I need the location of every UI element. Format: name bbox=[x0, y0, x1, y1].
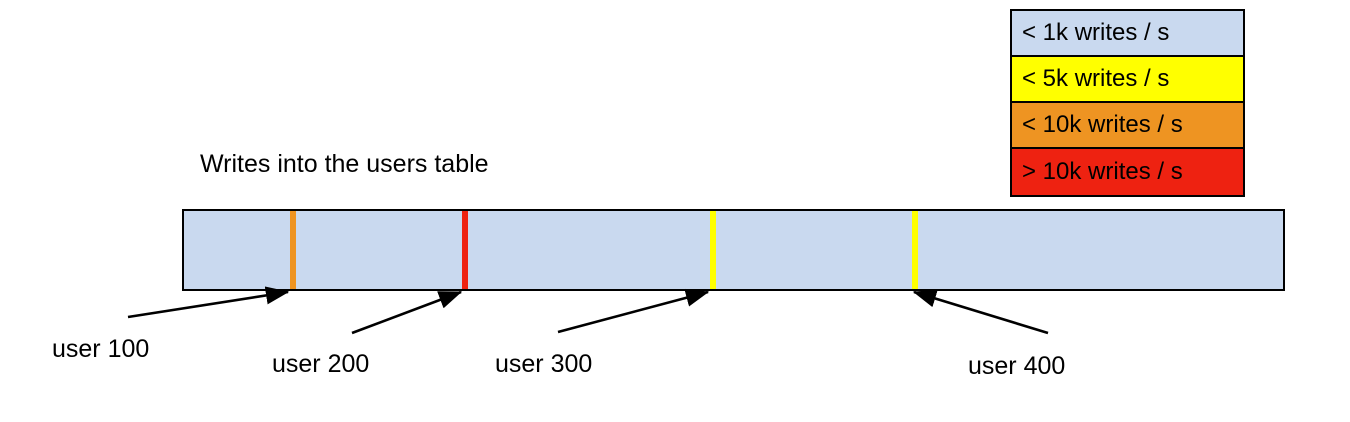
stripe-user-100 bbox=[290, 211, 296, 289]
arrow-user-200 bbox=[351, 290, 463, 335]
legend-row-over-10k: > 10k writes / s bbox=[1012, 149, 1243, 195]
stripe-user-400 bbox=[912, 211, 918, 289]
legend-label-under-10k: < 10k writes / s bbox=[1022, 111, 1183, 138]
label-user-100: user 100 bbox=[52, 335, 150, 363]
arrow-user-100 bbox=[127, 286, 290, 319]
write-rate-legend: < 1k writes / s < 5k writes / s < 10k wr… bbox=[1010, 9, 1245, 197]
legend-label-under-5k: < 5k writes / s bbox=[1022, 65, 1170, 92]
legend-row-under-10k: < 10k writes / s bbox=[1012, 103, 1243, 149]
arrow-user-400 bbox=[912, 289, 1049, 335]
label-user-200: user 200 bbox=[272, 350, 370, 378]
chart-title: Writes into the users table bbox=[200, 150, 489, 178]
legend-label-over-10k: > 10k writes / s bbox=[1022, 158, 1183, 185]
stripe-user-300 bbox=[710, 211, 716, 289]
stripe-user-200 bbox=[462, 211, 468, 289]
legend-row-under-1k: < 1k writes / s bbox=[1012, 11, 1243, 57]
users-table-keyspace-bar bbox=[182, 209, 1285, 291]
label-user-300: user 300 bbox=[495, 350, 593, 378]
legend-row-under-5k: < 5k writes / s bbox=[1012, 57, 1243, 103]
label-user-400: user 400 bbox=[968, 352, 1066, 380]
legend-label-under-1k: < 1k writes / s bbox=[1022, 19, 1170, 46]
arrow-user-300 bbox=[557, 288, 710, 334]
